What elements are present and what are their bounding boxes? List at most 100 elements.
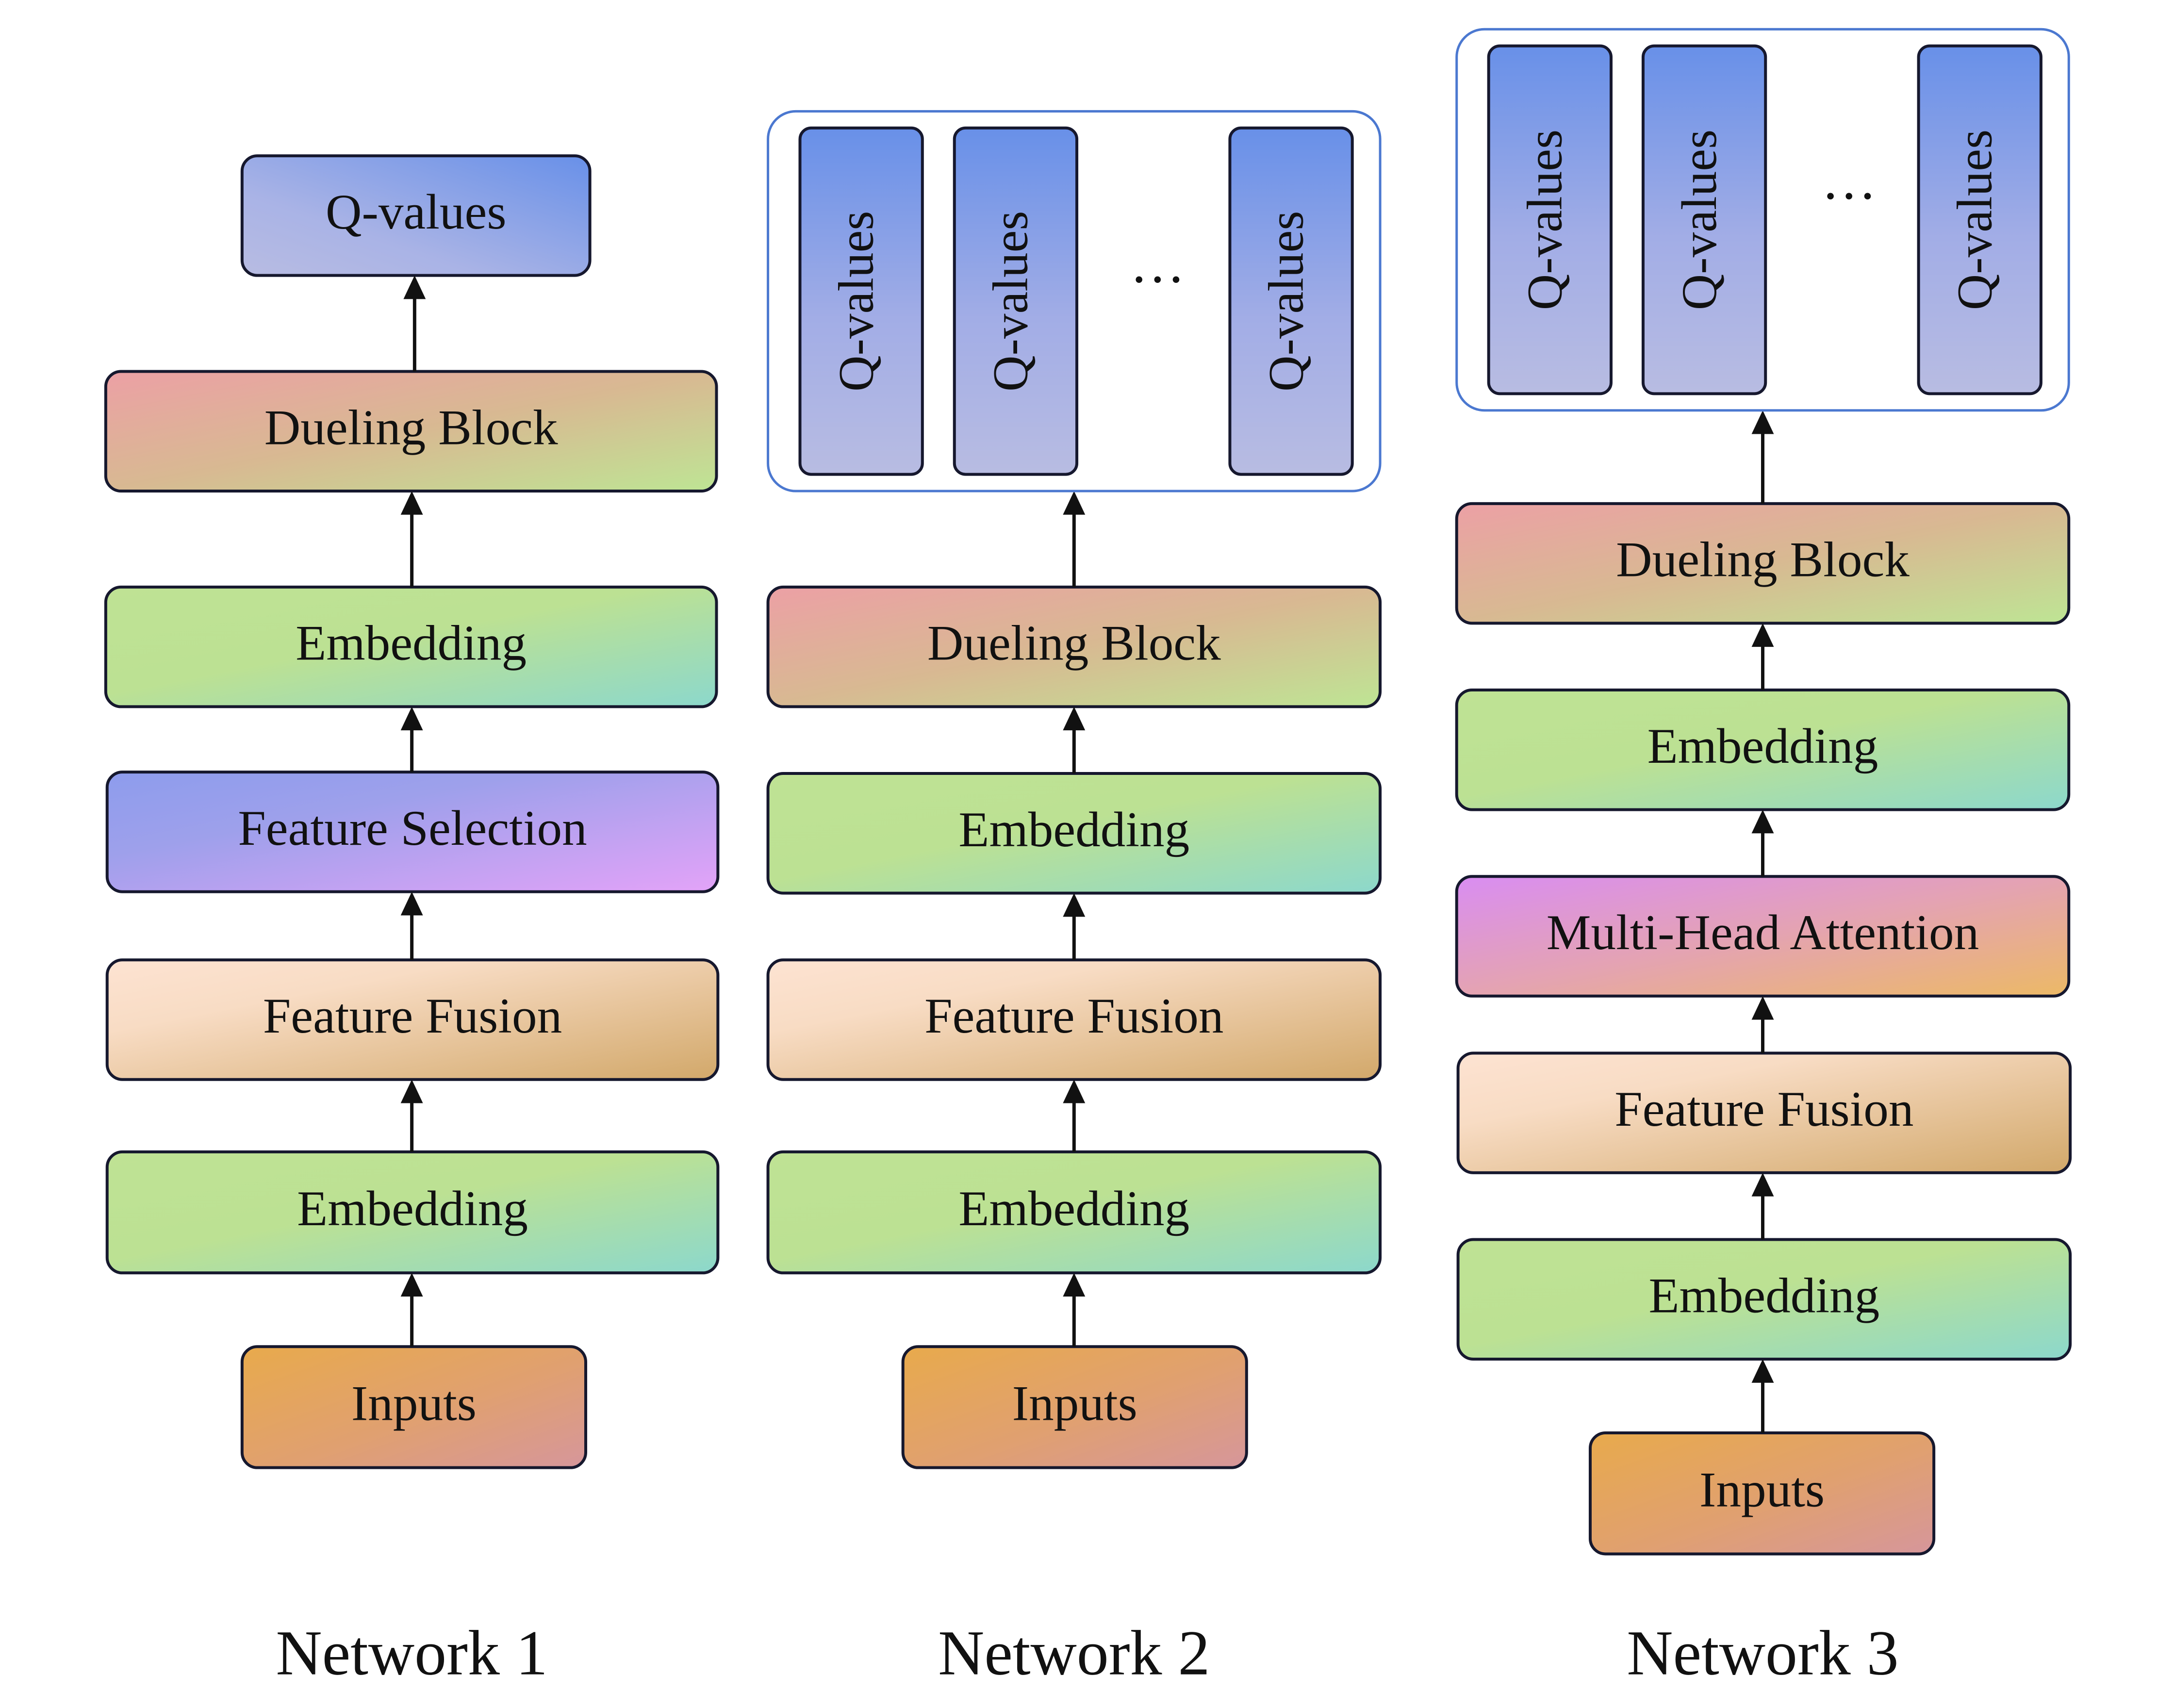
q-values-group: Q-values Q-values Q-values [1455,28,2070,412]
dueling-block-block: Dueling Block [104,370,718,493]
arrow-head-icon [400,1273,423,1297]
arrow-head-icon [1063,1079,1086,1103]
flow-arrow [1063,706,1086,774]
block-label: Inputs [1699,1462,1825,1517]
embedding-block: Embedding [105,1150,720,1275]
block-label: Embedding [1648,1268,1879,1323]
embedding-block: Embedding [1455,689,2071,811]
dueling-block-block: Dueling Block [766,585,1382,708]
flow-arrow [1751,809,1774,877]
q-values-column: Q-values [1917,44,2042,395]
feature-fusion-block: Feature Fusion [105,958,720,1081]
embedding-block: Embedding [1456,1238,2072,1361]
feature-selection-block: Feature Selection [105,771,720,893]
block-label: Feature Fusion [924,988,1223,1044]
arrow-head-icon [1063,893,1086,917]
arrow-head-icon [1751,1359,1774,1383]
network-caption: Network 1 [276,1617,547,1689]
embedding-block: Embedding [766,772,1382,895]
block-label: Inputs [351,1376,477,1431]
block-label: Inputs [1012,1376,1137,1431]
inputs-block: Inputs [240,1345,588,1469]
flow-arrow [1063,1273,1086,1347]
block-label: Embedding [297,1181,528,1236]
block-shape [240,1345,588,1469]
q-values-group: Q-values Q-values Q-values [767,110,1382,493]
flow-arrow [400,491,423,587]
block-label: Feature Fusion [263,988,562,1044]
arrow-head-icon [400,891,423,916]
q-values-group-outline [1455,28,2070,412]
flow-arrow [400,706,423,772]
block-label: Feature Selection [238,801,587,856]
q-values-label: Q-values [1672,130,1727,311]
q-values-column-shape [1641,44,1767,395]
flow-arrow [1063,491,1086,587]
q-values-column-shape [953,126,1079,476]
dueling-block-block: Dueling Block [1455,502,2071,625]
block-label: Feature Fusion [1614,1082,1913,1137]
arrow-head-icon [1063,1273,1086,1297]
block-label: Embedding [1647,719,1878,774]
block-label: Dueling Block [927,616,1221,671]
q-values-column: Q-values [1487,44,1613,395]
q-values-group-outline [767,110,1382,493]
arrow-head-icon [403,275,426,299]
block-shape [104,370,718,493]
flow-arrow [400,1273,423,1347]
flow-arrow [403,275,426,372]
ellipsis: ··· [1821,165,1877,227]
flow-arrow [1063,1079,1086,1152]
q-values-block: Q-values [240,154,592,277]
block-shape [240,154,592,277]
arrow-head-icon [400,491,423,515]
block-label: Embedding [958,802,1189,857]
inputs-block: Inputs [901,1345,1248,1469]
feature-fusion-block: Feature Fusion [1456,1051,2072,1174]
flow-arrow [1063,893,1086,960]
ellipsis: ··· [1130,248,1186,310]
arrow-head-icon [400,1079,423,1103]
q-values-label: Q-values [828,211,884,392]
arrow-head-icon [1751,410,1774,434]
q-values-column-shape [1228,126,1354,476]
q-values-column-shape [1487,44,1613,395]
arrow-head-icon [1751,1172,1774,1197]
block-label: Embedding [296,616,527,671]
block-label: Dueling Block [1616,532,1910,588]
q-values-column-shape [1917,44,2042,395]
block-label: Multi-Head Attention [1547,905,1979,960]
q-values-label: Q-values [1258,211,1314,392]
q-values-column: Q-values [1228,126,1354,476]
block-label: Dueling Block [264,400,558,455]
arrow-head-icon [1751,809,1774,834]
arrow-head-icon [400,706,423,731]
q-values-column: Q-values [798,126,924,476]
q-values-label: Q-values [983,211,1038,392]
flow-arrow [400,891,423,960]
flow-arrow [400,1079,423,1152]
flow-arrow [1751,996,1774,1053]
arrow-head-icon [1751,996,1774,1020]
flow-arrow [1751,623,1774,690]
block-label: Embedding [958,1181,1189,1236]
embedding-block: Embedding [104,585,718,708]
q-values-label: Q-values [1517,130,1573,311]
feature-fusion-block: Feature Fusion [766,958,1382,1081]
network-caption: Network 3 [1627,1617,1898,1689]
flow-arrow [1751,1172,1774,1240]
embedding-block: Embedding [766,1150,1382,1275]
flow-arrow [1751,410,1774,504]
q-values-column-shape [798,126,924,476]
q-values-column: Q-values [953,126,1079,476]
q-values-label: Q-values [1947,130,2002,311]
flow-arrow [1751,1359,1774,1433]
arrow-head-icon [1063,706,1086,731]
multi-head-attention-block: Multi-Head Attention [1455,875,2071,998]
network-caption: Network 2 [938,1617,1210,1689]
inputs-block: Inputs [1588,1431,1936,1556]
q-values-column: Q-values [1641,44,1767,395]
arrow-head-icon [1751,623,1774,647]
arrow-head-icon [1063,491,1086,515]
